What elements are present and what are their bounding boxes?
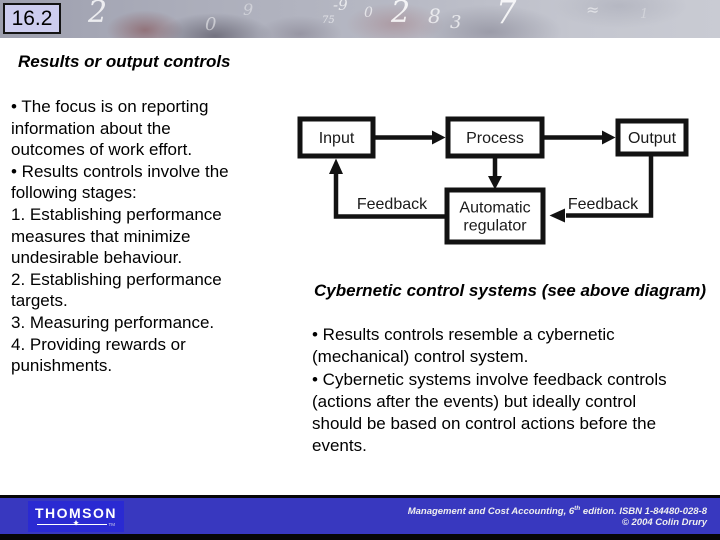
footer-bar: THOMSON ✦ TM Management and Cost Account…	[0, 495, 720, 540]
credit-line-2: © 2004 Colin Drury	[621, 516, 707, 528]
credit-line-1-suffix: edition. ISBN 1-84480-028-8	[580, 506, 707, 518]
output-label: Output	[628, 130, 677, 147]
header-number-glyph: -9	[333, 0, 348, 14]
credit-line-1: Management and Cost Accounting, 6th edit…	[408, 504, 707, 518]
header-number-glyph: 2	[88, 0, 108, 30]
header-number-glyph: 7	[496, 0, 517, 31]
cybernetic-control-diagram: Input Process Output Automatic regulator…	[297, 116, 689, 245]
logo-trademark: TM	[108, 521, 116, 527]
header-number-glyph: 2	[391, 0, 411, 30]
diagram-caption: Cybernetic control systems (see above di…	[314, 281, 707, 300]
arrowhead-input-to-process	[432, 130, 446, 145]
slide-title: Results or output controls	[18, 52, 231, 71]
right-text-block: • Results controls resemble a cybernetic…	[312, 325, 667, 456]
process-label: Process	[466, 130, 524, 147]
left-text-block: • The focus is on reporting information …	[11, 97, 229, 376]
process-box	[445, 116, 545, 159]
logo-star-icon: ✦	[72, 517, 80, 528]
feedback-right-label: Feedback	[568, 196, 639, 213]
header-number-glyph: 8	[428, 4, 441, 28]
input-box	[297, 116, 376, 159]
credit-line-1-superscript: th	[574, 505, 581, 512]
feedback-left-label: Feedback	[357, 196, 428, 213]
arrowhead-regulator-feedback	[329, 158, 343, 174]
header-number-glyph: 1	[640, 7, 649, 22]
input-label: Input	[319, 130, 355, 147]
automatic-regulator-box	[444, 187, 546, 245]
thomson-logo: THOMSON ✦ TM	[28, 501, 124, 532]
thomson-logo-rule: ✦ TM	[37, 517, 116, 528]
slide-number-badge: 16.2	[3, 3, 61, 34]
arrowhead-process-to-output	[602, 130, 616, 145]
arrowhead-output-feedback	[549, 208, 565, 223]
logo-rule-line	[37, 523, 107, 525]
header-number-glyph: 0	[205, 14, 217, 35]
header-number-glyph: 0	[364, 5, 373, 21]
regulator-label-line2: regulator	[463, 218, 527, 235]
feedback-line-regulator-to-input	[333, 173, 447, 219]
arrowhead-process-to-regulator	[488, 176, 502, 190]
credit-text: Management and Cost Accounting, 6th edit…	[408, 504, 707, 528]
credit-line-1-prefix: Management and Cost Accounting, 6	[407, 506, 575, 518]
header-number-glyph: ≈	[586, 0, 600, 19]
thomson-logo-text: THOMSON	[34, 504, 118, 521]
slide-number-text: 16.2	[11, 6, 53, 30]
header-number-glyph: 3	[450, 12, 462, 33]
header-number-glyph: 75	[322, 15, 335, 26]
header-number-glyph: 9	[243, 0, 254, 19]
feedback-line-output-to-regulator	[566, 154, 654, 218]
regulator-label-line1: Automatic	[459, 200, 530, 217]
output-box	[615, 118, 689, 157]
